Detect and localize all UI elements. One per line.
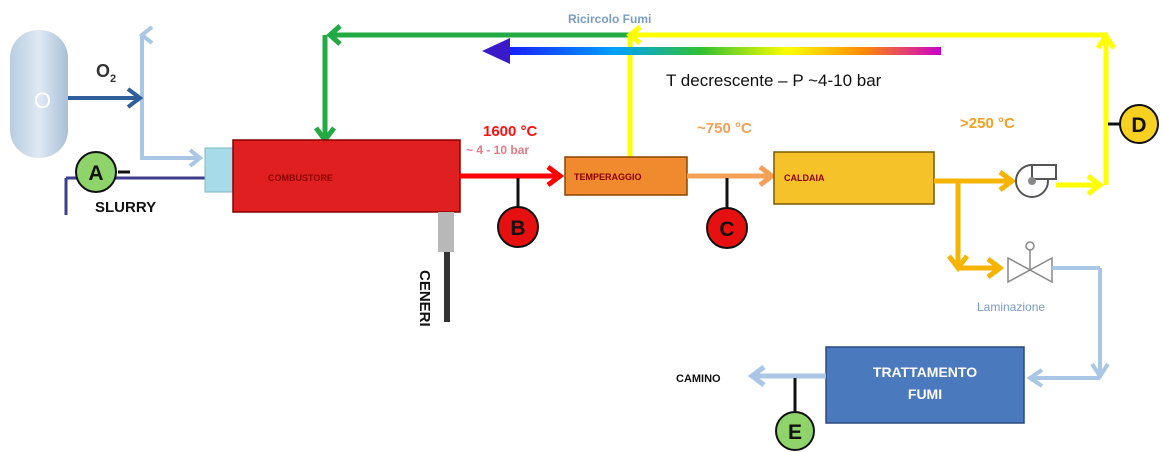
camino-label: CAMINO xyxy=(676,373,721,385)
temperaggio-label: TEMPERAGGIO xyxy=(574,172,642,182)
slurry-label: SLURRY xyxy=(95,199,156,216)
marker-c-label: C xyxy=(719,218,734,241)
marker-d: D xyxy=(1108,104,1159,144)
tank-label: O xyxy=(34,88,51,113)
laminazione-line xyxy=(1026,266,1110,388)
trattamento-label-2: FUMI xyxy=(908,386,942,402)
camino-arrow xyxy=(747,365,826,387)
oxygen-inlet-arrow xyxy=(68,87,144,109)
temperature-gradient-arrow xyxy=(482,38,941,64)
trattamento-unit: TRATTAMENTO FUMI xyxy=(825,346,1025,424)
recirculation-label: Ricircolo Fumi xyxy=(568,12,651,26)
temp-d-label: >250 °C xyxy=(960,115,1015,132)
marker-c: C xyxy=(706,178,748,249)
laminazione-label: Laminazione xyxy=(977,300,1045,314)
temp-b-label: 1600 °C xyxy=(483,123,538,140)
feed-inlet-arrow xyxy=(142,148,204,168)
gradient-note: T decrescente – P ~4-10 bar xyxy=(666,71,882,90)
blower-outlet-arrow xyxy=(1056,174,1105,196)
marker-a: A xyxy=(75,151,130,193)
trattamento-label-1: TRATTAMENTO xyxy=(873,364,977,380)
marker-a-label: A xyxy=(88,162,103,185)
temp-c-label: ~750 °C xyxy=(697,120,752,137)
combustore-unit: COMBUSTORE xyxy=(232,139,461,213)
marker-b-label: B xyxy=(510,217,525,240)
flow-arrow-b xyxy=(460,165,565,187)
caldaia-label: CALDAIA xyxy=(784,173,825,183)
flow-arrow-d xyxy=(934,170,1017,279)
flow-arrow-c xyxy=(687,165,777,187)
o2-label: O2 xyxy=(96,61,116,85)
ash-outlet xyxy=(438,212,454,322)
blower-icon xyxy=(1015,164,1057,198)
marker-b: B xyxy=(497,178,539,248)
marker-d-label: D xyxy=(1131,114,1146,137)
valve-icon xyxy=(1007,241,1053,284)
ceneri-label: CENERI xyxy=(416,270,433,327)
temperaggio-unit: TEMPERAGGIO xyxy=(564,156,688,196)
combustore-label: COMBUSTORE xyxy=(268,173,333,183)
marker-e: E xyxy=(775,378,815,451)
combustor-nozzle xyxy=(204,147,236,193)
caldaia-unit: CALDAIA xyxy=(773,151,935,205)
pressure-b-label: ~ 4 - 10 bar xyxy=(466,143,529,157)
marker-e-label: E xyxy=(788,421,802,444)
oxygen-tank: O xyxy=(10,30,68,158)
